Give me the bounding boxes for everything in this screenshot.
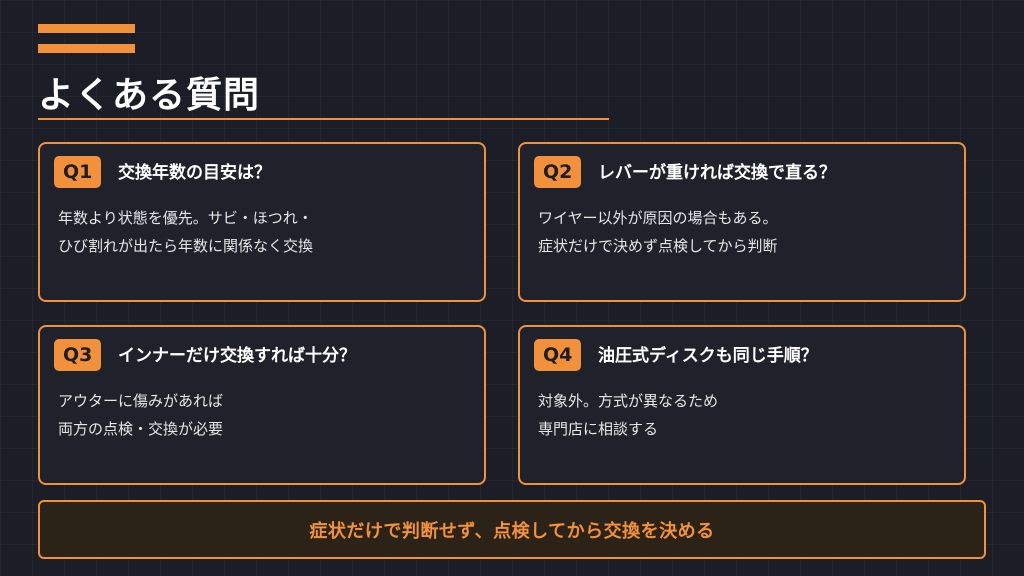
question-text: 油圧式ディスクも同じ手順？ [598,346,818,366]
question-badge: Q2 [534,156,582,188]
answer-text: 対象外。方式が異なるため 専門店に相談する [538,387,948,443]
answer-line: 症状だけで決めず点検してから判断 [538,237,778,255]
faq-card-q1: Q1 交換年数の目安は？ 年数より状態を優先。サビ・ほつれ・ ひび割れが出たら年… [38,142,486,302]
question-badge: Q3 [54,339,102,371]
answer-text: アウターに傷みがあれば 両方の点検・交換が必要 [58,387,468,443]
answer-line: 対象外。方式が異なるため [538,392,719,410]
faq-card-q2: Q2 レバーが重ければ交換で直る？ ワイヤー以外が原因の場合もある。 症状だけで… [518,142,966,302]
answer-line: 両方の点検・交換が必要 [58,420,224,438]
faq-card-q4: Q4 油圧式ディスクも同じ手順？ 対象外。方式が異なるため 専門店に相談する [518,325,966,485]
summary-text: 症状だけで判断せず、点検してから交換を決める [309,520,715,542]
answer-text: 年数より状態を優先。サビ・ほつれ・ ひび割れが出たら年数に関係なく交換 [58,204,468,260]
title-accent-bar [38,44,135,53]
answer-line: アウターに傷みがあれば [58,392,224,410]
answer-line: 専門店に相談する [538,420,659,438]
title-accent-bar [38,24,135,33]
answer-line: ワイヤー以外が原因の場合もある。 [538,209,778,227]
question-badge: Q1 [54,156,102,188]
question-text: レバーが重ければ交換で直る？ [598,163,836,183]
summary-banner: 症状だけで判断せず、点検してから交換を決める [38,500,986,559]
answer-line: 年数より状態を優先。サビ・ほつれ・ [58,209,313,227]
answer-line: ひび割れが出たら年数に関係なく交換 [58,237,314,255]
title-underline [38,118,609,120]
faq-card-q3: Q3 インナーだけ交換すれば十分？ アウターに傷みがあれば 両方の点検・交換が必… [38,325,486,485]
question-text: 交換年数の目安は？ [118,163,271,183]
answer-text: ワイヤー以外が原因の場合もある。 症状だけで決めず点検してから判断 [538,204,948,260]
question-text: インナーだけ交換すれば十分？ [118,346,356,366]
page-title: よくある質問 [38,75,261,116]
question-badge: Q4 [534,339,582,371]
